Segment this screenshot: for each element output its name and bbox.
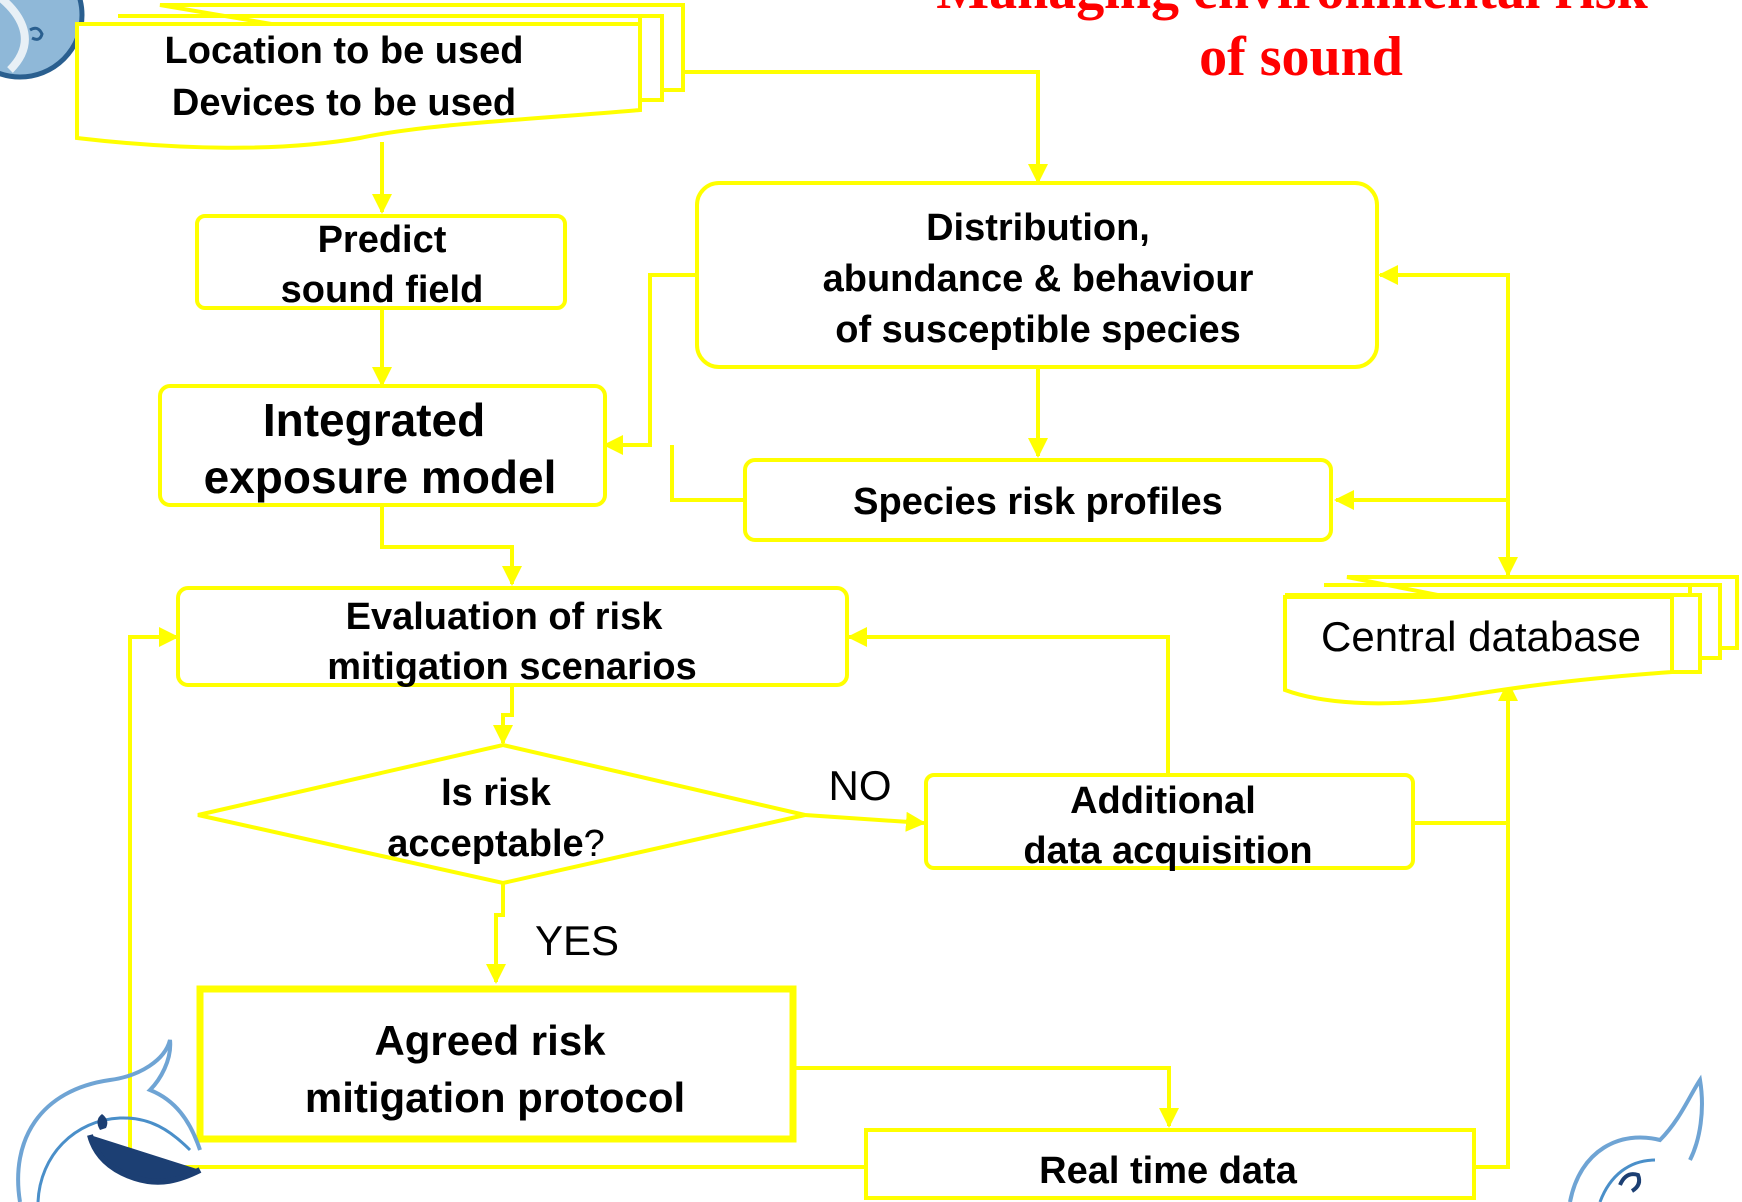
title-line-1: Managing environmental risk <box>936 0 1648 21</box>
additional-line-1: Additional <box>1070 780 1256 822</box>
connectors <box>128 70 1518 1169</box>
agreed-line-2: mitigation protocol <box>305 1074 685 1121</box>
no-label: NO <box>829 762 892 809</box>
agreed-protocol-node: Agreed risk mitigation protocol <box>196 985 797 1143</box>
yes-label: YES <box>535 917 619 964</box>
globe-logo <box>0 0 85 80</box>
species-label: Species risk profiles <box>853 481 1223 523</box>
distribution-line-3: of susceptible species <box>835 309 1241 351</box>
real-time-data-node: Real time data <box>864 1128 1476 1200</box>
distribution-node: Distribution, abundance & behaviour of s… <box>695 181 1379 369</box>
additional-data-acquisition-node: Additional data acquisition <box>924 773 1415 872</box>
predict-line-2: sound field <box>281 269 484 311</box>
distribution-line-1: Distribution, <box>926 207 1150 249</box>
agreed-line-1: Agreed risk <box>374 1017 606 1064</box>
whale-logo-left <box>16 1039 202 1202</box>
location-devices-node: Location to be used Devices to be used <box>75 3 685 150</box>
predict-line-1: Predict <box>318 219 447 261</box>
additional-line-2: data acquisition <box>1023 830 1312 872</box>
location-line-1: Location to be used <box>165 30 524 72</box>
decision-line-1: Is risk <box>441 772 552 814</box>
title-line-2: of sound <box>1199 26 1403 88</box>
location-line-2: Devices to be used <box>172 82 516 124</box>
evaluation-node: Evaluation of risk mitigation scenarios <box>176 586 849 688</box>
decision-acceptable-text: acceptable <box>387 823 583 865</box>
realtime-label: Real time data <box>1039 1150 1298 1192</box>
whale-logo-right <box>1568 1074 1704 1202</box>
risk-acceptable-decision: Is risk acceptable? <box>197 742 806 886</box>
evaluation-line-2: mitigation scenarios <box>327 646 697 688</box>
integrated-exposure-model-node: Integrated exposure model <box>158 384 607 507</box>
central-database-node: Central database <box>1283 575 1739 706</box>
species-risk-profiles-node: Species risk profiles <box>743 458 1333 542</box>
evaluation-line-1: Evaluation of risk <box>346 596 664 638</box>
predict-sound-field-node: Predict sound field <box>195 214 567 311</box>
integrated-line-2: exposure model <box>204 451 557 503</box>
decision-line-2: acceptable? <box>387 823 605 865</box>
distribution-line-2: abundance & behaviour <box>823 258 1254 300</box>
central-database-label: Central database <box>1321 613 1641 660</box>
decision-question-mark: ? <box>584 823 605 865</box>
integrated-line-1: Integrated <box>263 394 485 446</box>
